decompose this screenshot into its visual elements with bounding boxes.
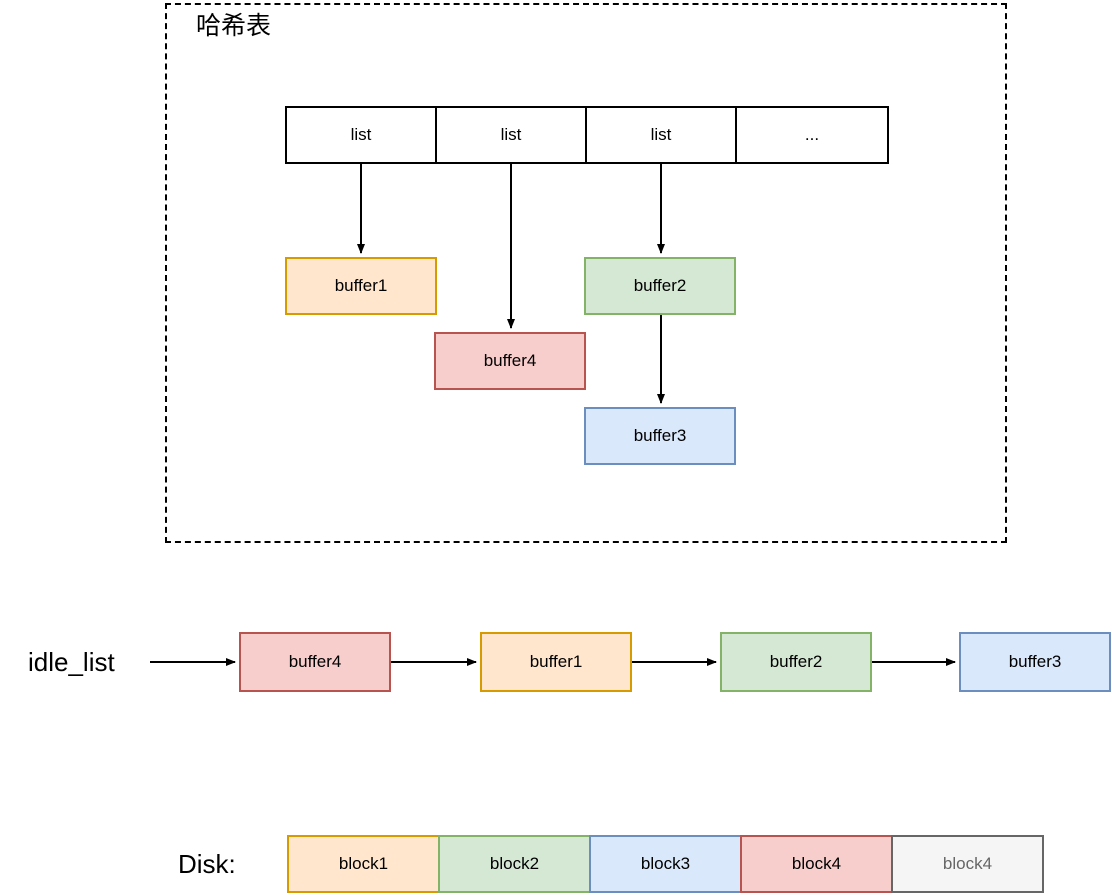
hash-chain-node-buffer4[interactable]: buffer4 (434, 332, 586, 390)
hash-bucket-cell[interactable]: list (437, 108, 587, 162)
disk-block-label: block4 (791, 854, 842, 873)
hash-table-title: 哈希表 (196, 12, 272, 40)
hash-chain-node-buffer2[interactable]: buffer2 (584, 257, 736, 315)
disk-block-label: block3 (640, 854, 691, 873)
disk-block-4[interactable]: block4 (740, 835, 893, 893)
node-label: buffer1 (334, 276, 388, 295)
disk-block-label: block4 (942, 854, 993, 873)
hash-bucket-cell[interactable]: list (287, 108, 437, 162)
node-label: buffer4 (288, 652, 342, 671)
disk-block-2[interactable]: block2 (438, 835, 591, 893)
hash-bucket-array: list list list ... (285, 106, 889, 164)
disk-block-label: block2 (489, 854, 540, 873)
node-label: buffer4 (483, 351, 537, 370)
disk-block-3[interactable]: block3 (589, 835, 742, 893)
idle-list-node-buffer4[interactable]: buffer4 (239, 632, 391, 692)
idle-list-label: idle_list (28, 647, 115, 677)
hash-bucket-label: ... (804, 125, 820, 144)
hash-bucket-label: list (650, 125, 672, 144)
disk-block-label: block1 (338, 854, 389, 873)
node-label: buffer2 (633, 276, 687, 295)
disk-block-5[interactable]: block4 (891, 835, 1044, 893)
hash-chain-node-buffer1[interactable]: buffer1 (285, 257, 437, 315)
hash-bucket-label: list (500, 125, 522, 144)
hash-bucket-label: list (350, 125, 372, 144)
node-label: buffer3 (633, 426, 687, 445)
disk-label: Disk: (178, 849, 236, 879)
idle-list-node-buffer1[interactable]: buffer1 (480, 632, 632, 692)
node-label: buffer2 (769, 652, 823, 671)
disk-block-1[interactable]: block1 (287, 835, 440, 893)
hash-bucket-cell-ellipsis[interactable]: ... (737, 108, 887, 162)
idle-list-node-buffer2[interactable]: buffer2 (720, 632, 872, 692)
disk-block-strip: block1 block2 block3 block4 block4 (287, 835, 1044, 893)
node-label: buffer1 (529, 652, 583, 671)
hash-bucket-cell[interactable]: list (587, 108, 737, 162)
idle-list-node-buffer3[interactable]: buffer3 (959, 632, 1111, 692)
hash-table-region (165, 3, 1007, 543)
node-label: buffer3 (1008, 652, 1062, 671)
hash-chain-node-buffer3[interactable]: buffer3 (584, 407, 736, 465)
